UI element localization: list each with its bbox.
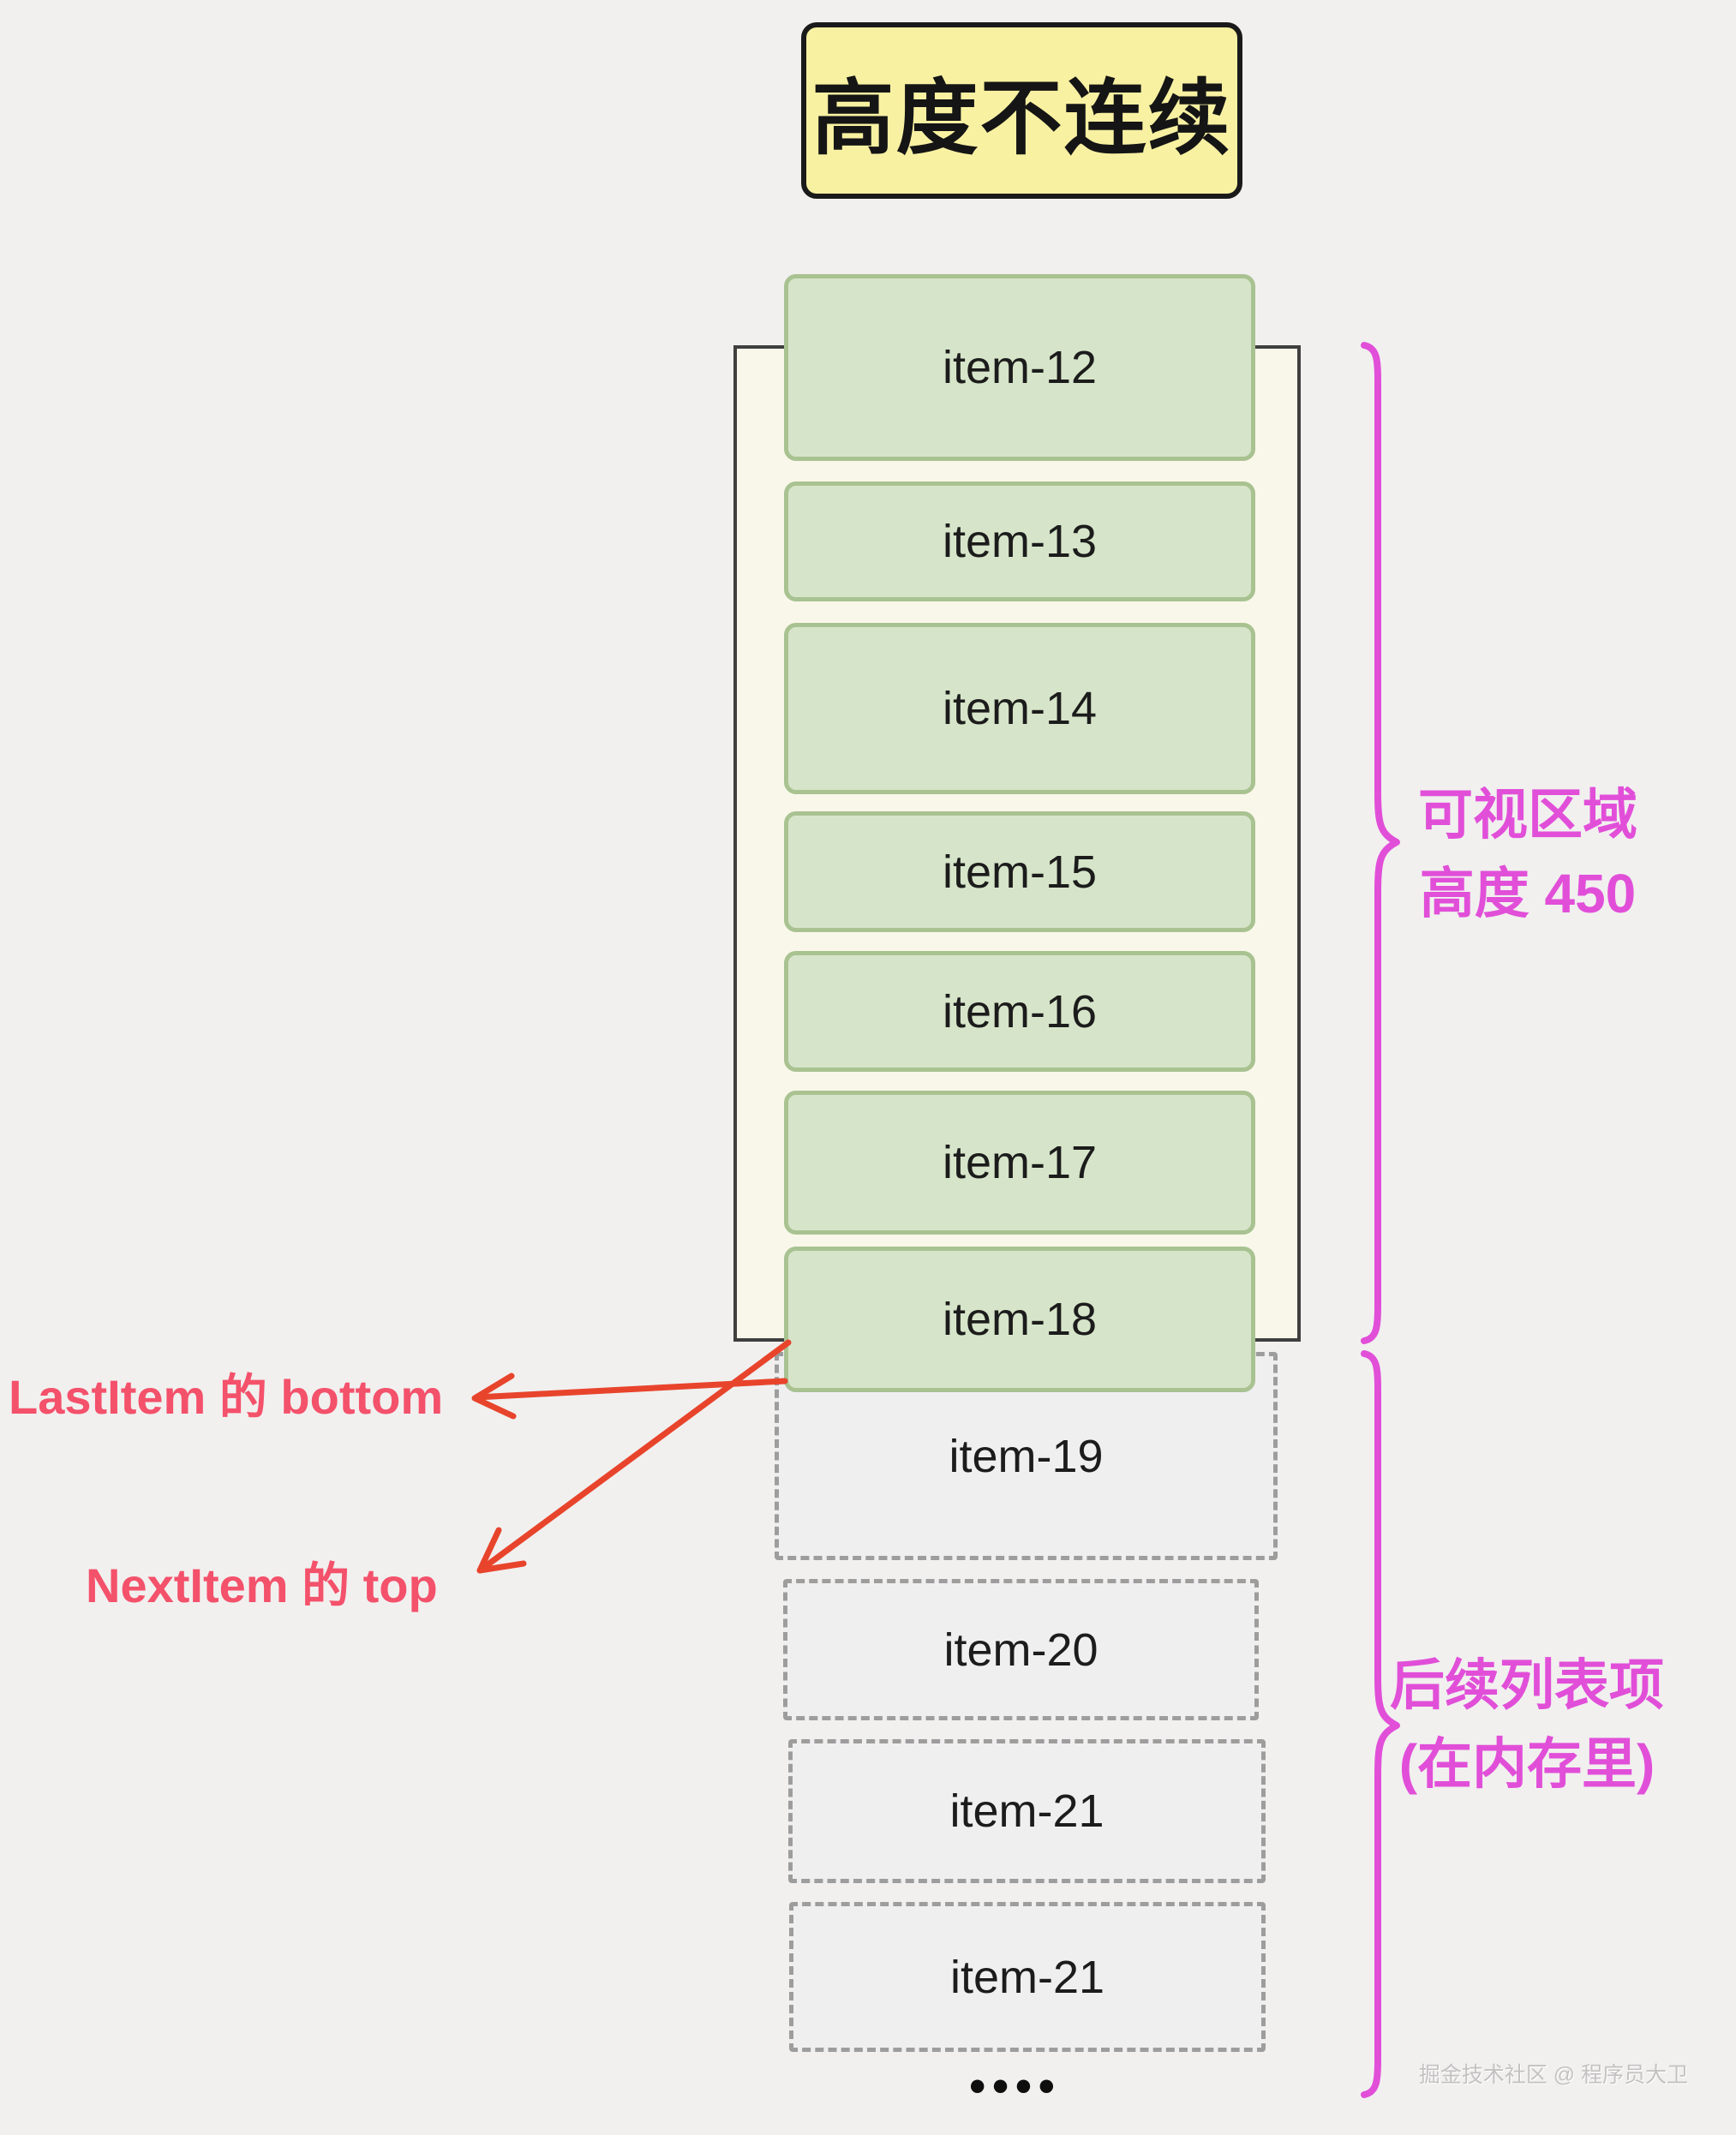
list-item-label: item-17: [942, 1137, 1098, 1188]
next-item-top-label: NextItem 的 top: [86, 1558, 438, 1612]
list-item-label: item-21: [949, 1785, 1104, 1837]
list-item-label: item-20: [943, 1624, 1098, 1676]
list-item-label: item-13: [942, 516, 1098, 567]
list-item-memory: item-21: [789, 1902, 1266, 2052]
list-item-visible: item-18: [784, 1247, 1255, 1392]
memory-brace-label: 后续列表项 (在内存里): [1390, 1646, 1664, 1803]
viewport-brace-label-line1: 可视区域: [1418, 784, 1637, 846]
list-item-visible: item-15: [784, 811, 1255, 932]
list-item-label: item-18: [942, 1294, 1098, 1345]
memory-brace-label-line2: (在内存里): [1398, 1733, 1655, 1795]
list-item-visible: item-16: [784, 951, 1255, 1072]
more-items-ellipsis: ••••: [969, 2060, 1062, 2112]
list-item-visible: item-17: [784, 1091, 1255, 1235]
viewport-brace-label: 可视区域 高度 450: [1418, 775, 1637, 933]
page-title: 高度不连续: [811, 72, 1232, 164]
viewport-brace: [1361, 342, 1400, 1344]
title-box: 高度不连续: [801, 22, 1242, 199]
list-item-label: item-12: [942, 342, 1098, 393]
next-item-arrow: [476, 1339, 792, 1574]
list-item-visible: item-13: [784, 481, 1255, 601]
list-item-label: item-16: [942, 985, 1098, 1038]
list-item-label: item-14: [942, 683, 1098, 734]
list-item-visible: item-14: [784, 623, 1255, 794]
last-item-arrow: [471, 1372, 788, 1420]
list-item-label: item-21: [949, 1951, 1105, 2003]
list-item-label: item-19: [949, 1430, 1104, 1482]
list-item-visible: item-12: [784, 274, 1255, 461]
viewport-brace-label-line2: 高度 450: [1419, 863, 1637, 924]
list-item-memory: item-21: [788, 1739, 1266, 1883]
list-item-memory: item-20: [783, 1579, 1259, 1720]
memory-brace-label-line1: 后续列表项: [1390, 1654, 1664, 1716]
list-item-label: item-15: [942, 846, 1098, 898]
watermark: 掘金技术社区 @ 程序员大卫: [1418, 2063, 1689, 2087]
last-item-bottom-label: LastItem 的 bottom: [9, 1370, 444, 1424]
